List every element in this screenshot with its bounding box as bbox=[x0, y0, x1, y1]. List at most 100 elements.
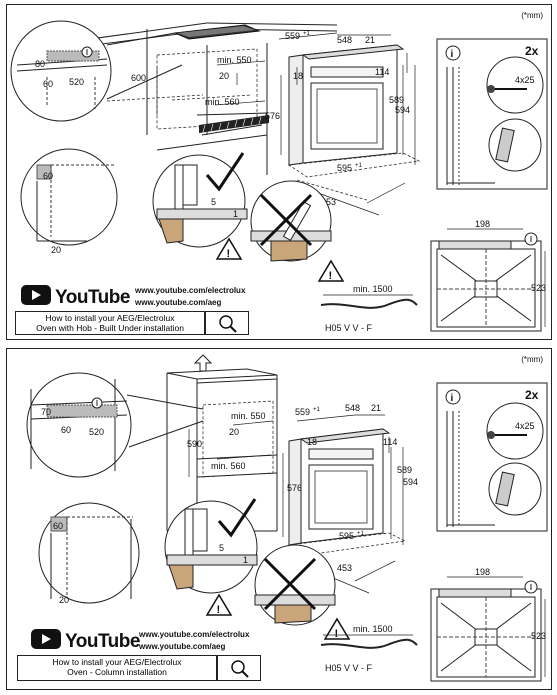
oven-front-drawing: 198 523 bbox=[430, 219, 546, 332]
count-2x: 2x bbox=[525, 44, 539, 58]
search-magnifier[interactable] bbox=[205, 311, 249, 335]
oven-front-drawing: 198 523 bbox=[430, 567, 546, 682]
unit-note: (*mm) bbox=[521, 11, 543, 20]
dim-600: 600 bbox=[131, 73, 146, 83]
checkmark-icon bbox=[205, 152, 245, 192]
caption-line1: How to install your AEG/Electrolux bbox=[45, 313, 175, 323]
caption-line1: How to install your AEG/Electrolux bbox=[52, 657, 182, 667]
svg-text:!: ! bbox=[335, 628, 339, 640]
dim-min1500: min. 1500 bbox=[353, 624, 393, 634]
cable-type: H05 V V - F bbox=[325, 323, 373, 333]
dim-590: 590 bbox=[187, 439, 202, 449]
dim-min550: min. 550 bbox=[217, 55, 252, 65]
warning-icon: ! bbox=[323, 617, 351, 640]
url-aeg[interactable]: www.youtube.com/aeg bbox=[138, 642, 225, 651]
dim-595-sup: +1 bbox=[357, 531, 365, 537]
dim-548: 548 bbox=[337, 35, 352, 45]
dim-576: 576 bbox=[287, 483, 302, 493]
svg-text:!: ! bbox=[227, 248, 231, 260]
magnifier-icon bbox=[231, 660, 249, 678]
dim-548: 548 bbox=[345, 403, 360, 413]
dim-min1500: min. 1500 bbox=[353, 284, 393, 294]
warning-icon: ! bbox=[215, 237, 243, 260]
screw-icon bbox=[487, 431, 527, 439]
caption-column: How to install your AEG/Electrolux Oven … bbox=[17, 655, 217, 681]
dim-594: 594 bbox=[403, 477, 418, 487]
dim-21: 21 bbox=[371, 403, 381, 413]
dim-screws: 4x25 bbox=[515, 75, 535, 85]
dim-min550: min. 550 bbox=[231, 411, 266, 421]
dim-595-sup: +1 bbox=[355, 163, 363, 169]
dim-523: 523 bbox=[531, 283, 546, 293]
panel-built-under: (*mm) bbox=[6, 4, 552, 340]
caption-built-under: How to install your AEG/Electrolux Oven … bbox=[15, 311, 205, 335]
dim-1: 1 bbox=[233, 209, 238, 219]
svg-text:!: ! bbox=[217, 604, 221, 616]
dim-559: 559 bbox=[295, 407, 310, 417]
dim-589: 589 bbox=[389, 95, 404, 105]
info-icon bbox=[445, 45, 461, 61]
dim-559-sup: +1 bbox=[313, 407, 321, 413]
column-diagram: 70 60 520 590 20 min. 550 min. 560 559 +… bbox=[26, 354, 548, 682]
detail-circle-vent bbox=[26, 372, 132, 478]
youtube-logo: YouTube bbox=[31, 629, 140, 652]
dim-min560: min. 560 bbox=[211, 461, 246, 471]
magnifier-icon bbox=[219, 315, 237, 333]
dim-589: 589 bbox=[397, 465, 412, 475]
url-electrolux[interactable]: www.youtube.com/electrolux bbox=[134, 286, 246, 295]
dim-80: 80 bbox=[35, 59, 45, 69]
play-icon bbox=[32, 290, 41, 300]
dim-60b: 60 bbox=[53, 521, 63, 531]
dim-5: 5 bbox=[211, 197, 216, 207]
dim-60b: 60 bbox=[43, 171, 53, 181]
ventilation-slot bbox=[199, 115, 269, 133]
dim-114: 114 bbox=[383, 437, 397, 447]
checkmark-icon bbox=[217, 498, 257, 538]
dim-20b: 20 bbox=[59, 595, 69, 605]
dim-5: 5 bbox=[219, 543, 224, 553]
url-aeg[interactable]: www.youtube.com/aeg bbox=[134, 298, 221, 307]
dim-60a: 60 bbox=[61, 425, 71, 435]
dim-198: 198 bbox=[475, 219, 490, 229]
svg-text:i: i bbox=[451, 393, 454, 404]
oven-body bbox=[288, 44, 405, 166]
built-under-diagram: 80 60 520 600 20 min. 550 min. 560 559 +… bbox=[10, 20, 548, 333]
svg-text:YouTube: YouTube bbox=[55, 287, 130, 308]
info-box-screws: i 2x 4x25 bbox=[436, 38, 548, 190]
dim-screws: 4x25 bbox=[515, 421, 535, 431]
cable-type: H05 V V - F bbox=[325, 663, 373, 673]
dim-60a: 60 bbox=[43, 79, 53, 89]
dim-520: 520 bbox=[89, 427, 104, 437]
dim-453: 453 bbox=[321, 197, 336, 207]
dim-453: 453 bbox=[337, 563, 352, 573]
dim-595: 595 bbox=[337, 163, 352, 173]
warning-icon: ! bbox=[317, 259, 345, 282]
dim-520: 520 bbox=[69, 77, 84, 87]
warning-icon: ! bbox=[205, 593, 233, 616]
dim-114: 114 bbox=[375, 67, 389, 77]
play-icon bbox=[42, 634, 51, 644]
unit-note: (*mm) bbox=[521, 355, 543, 364]
search-magnifier[interactable] bbox=[217, 655, 261, 681]
info-box-screws: i 2x 4x25 bbox=[436, 382, 548, 532]
dim-559-sup: +1 bbox=[303, 31, 311, 37]
power-cable: min. 1500 H05 V V - F bbox=[320, 284, 418, 333]
dim-20a: 20 bbox=[229, 427, 239, 437]
dim-198: 198 bbox=[475, 567, 490, 577]
dim-576: 576 bbox=[265, 111, 280, 121]
panel-column: (*mm) bbox=[6, 348, 552, 690]
svg-text:i: i bbox=[451, 49, 454, 60]
dim-min560: min. 560 bbox=[205, 97, 240, 107]
youtube-logo: YouTube bbox=[21, 285, 130, 308]
url-electrolux[interactable]: www.youtube.com/electrolux bbox=[138, 630, 250, 639]
dim-70: 70 bbox=[41, 407, 51, 417]
dim-1: 1 bbox=[243, 555, 248, 565]
dim-18: 18 bbox=[307, 437, 317, 447]
count-2x: 2x bbox=[525, 388, 539, 402]
detail-circle-wrong: ! bbox=[250, 180, 345, 282]
dim-20b: 20 bbox=[51, 245, 61, 255]
screw-icon bbox=[487, 85, 527, 93]
detail-circle-correct: 5 1 ! bbox=[164, 498, 258, 616]
detail-circle-corner bbox=[38, 502, 140, 604]
arrow-up-icon bbox=[193, 354, 213, 372]
